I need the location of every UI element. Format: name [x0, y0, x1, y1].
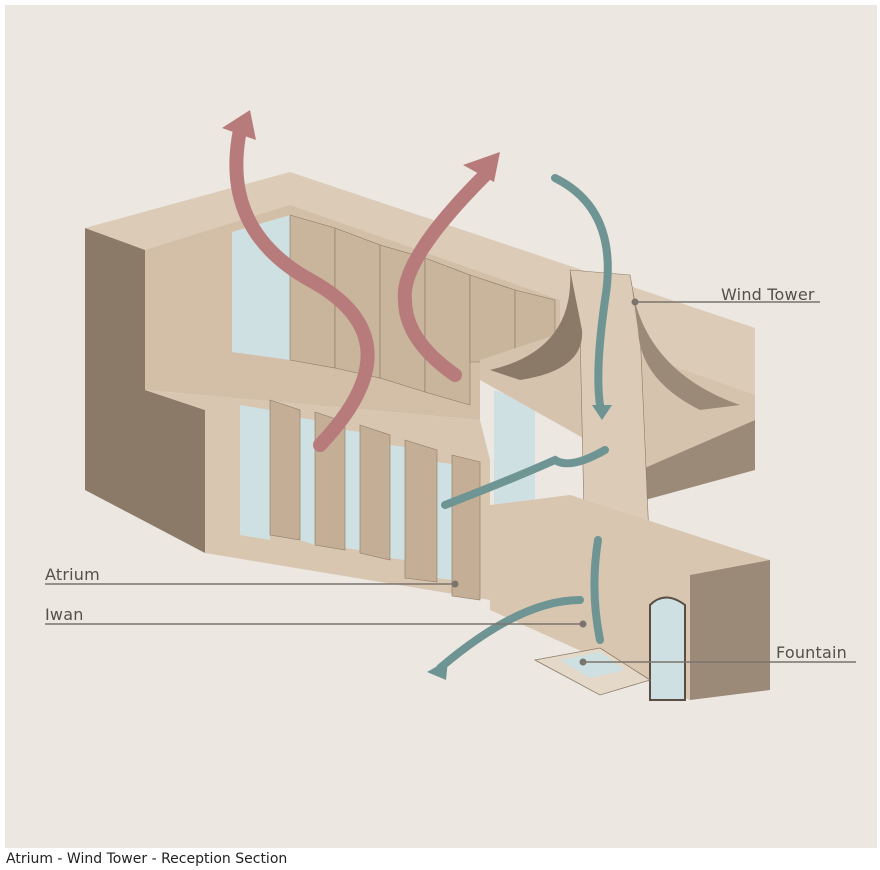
warm-arrowhead-1: [222, 110, 256, 140]
cool-arrowhead-2: [427, 660, 448, 680]
label-atrium: Atrium: [45, 565, 100, 584]
fountain-water: [560, 652, 625, 678]
upper-fins: [289, 214, 556, 406]
tower-slab-edge: [640, 420, 755, 500]
figure-caption: Atrium - Wind Tower - Reception Section: [6, 851, 288, 867]
cool-arrowhead-1: [592, 405, 612, 420]
warm-air-arrows: [229, 123, 492, 452]
tower-flare-left: [490, 270, 583, 380]
tower-flare-right: [630, 275, 740, 410]
label-iwan: Iwan: [45, 605, 84, 624]
leader-dots: [451, 298, 639, 666]
label-wind-tower: Wind Tower: [721, 285, 815, 304]
leader-lines: [45, 301, 856, 663]
cool-air-arrows: [436, 174, 612, 672]
label-fountain: Fountain: [776, 643, 847, 662]
reception-door: [649, 596, 686, 701]
warm-arrowhead-2: [463, 152, 500, 182]
section-diagram: [5, 5, 877, 848]
reception-side: [690, 560, 770, 700]
left-wall: [85, 228, 205, 553]
